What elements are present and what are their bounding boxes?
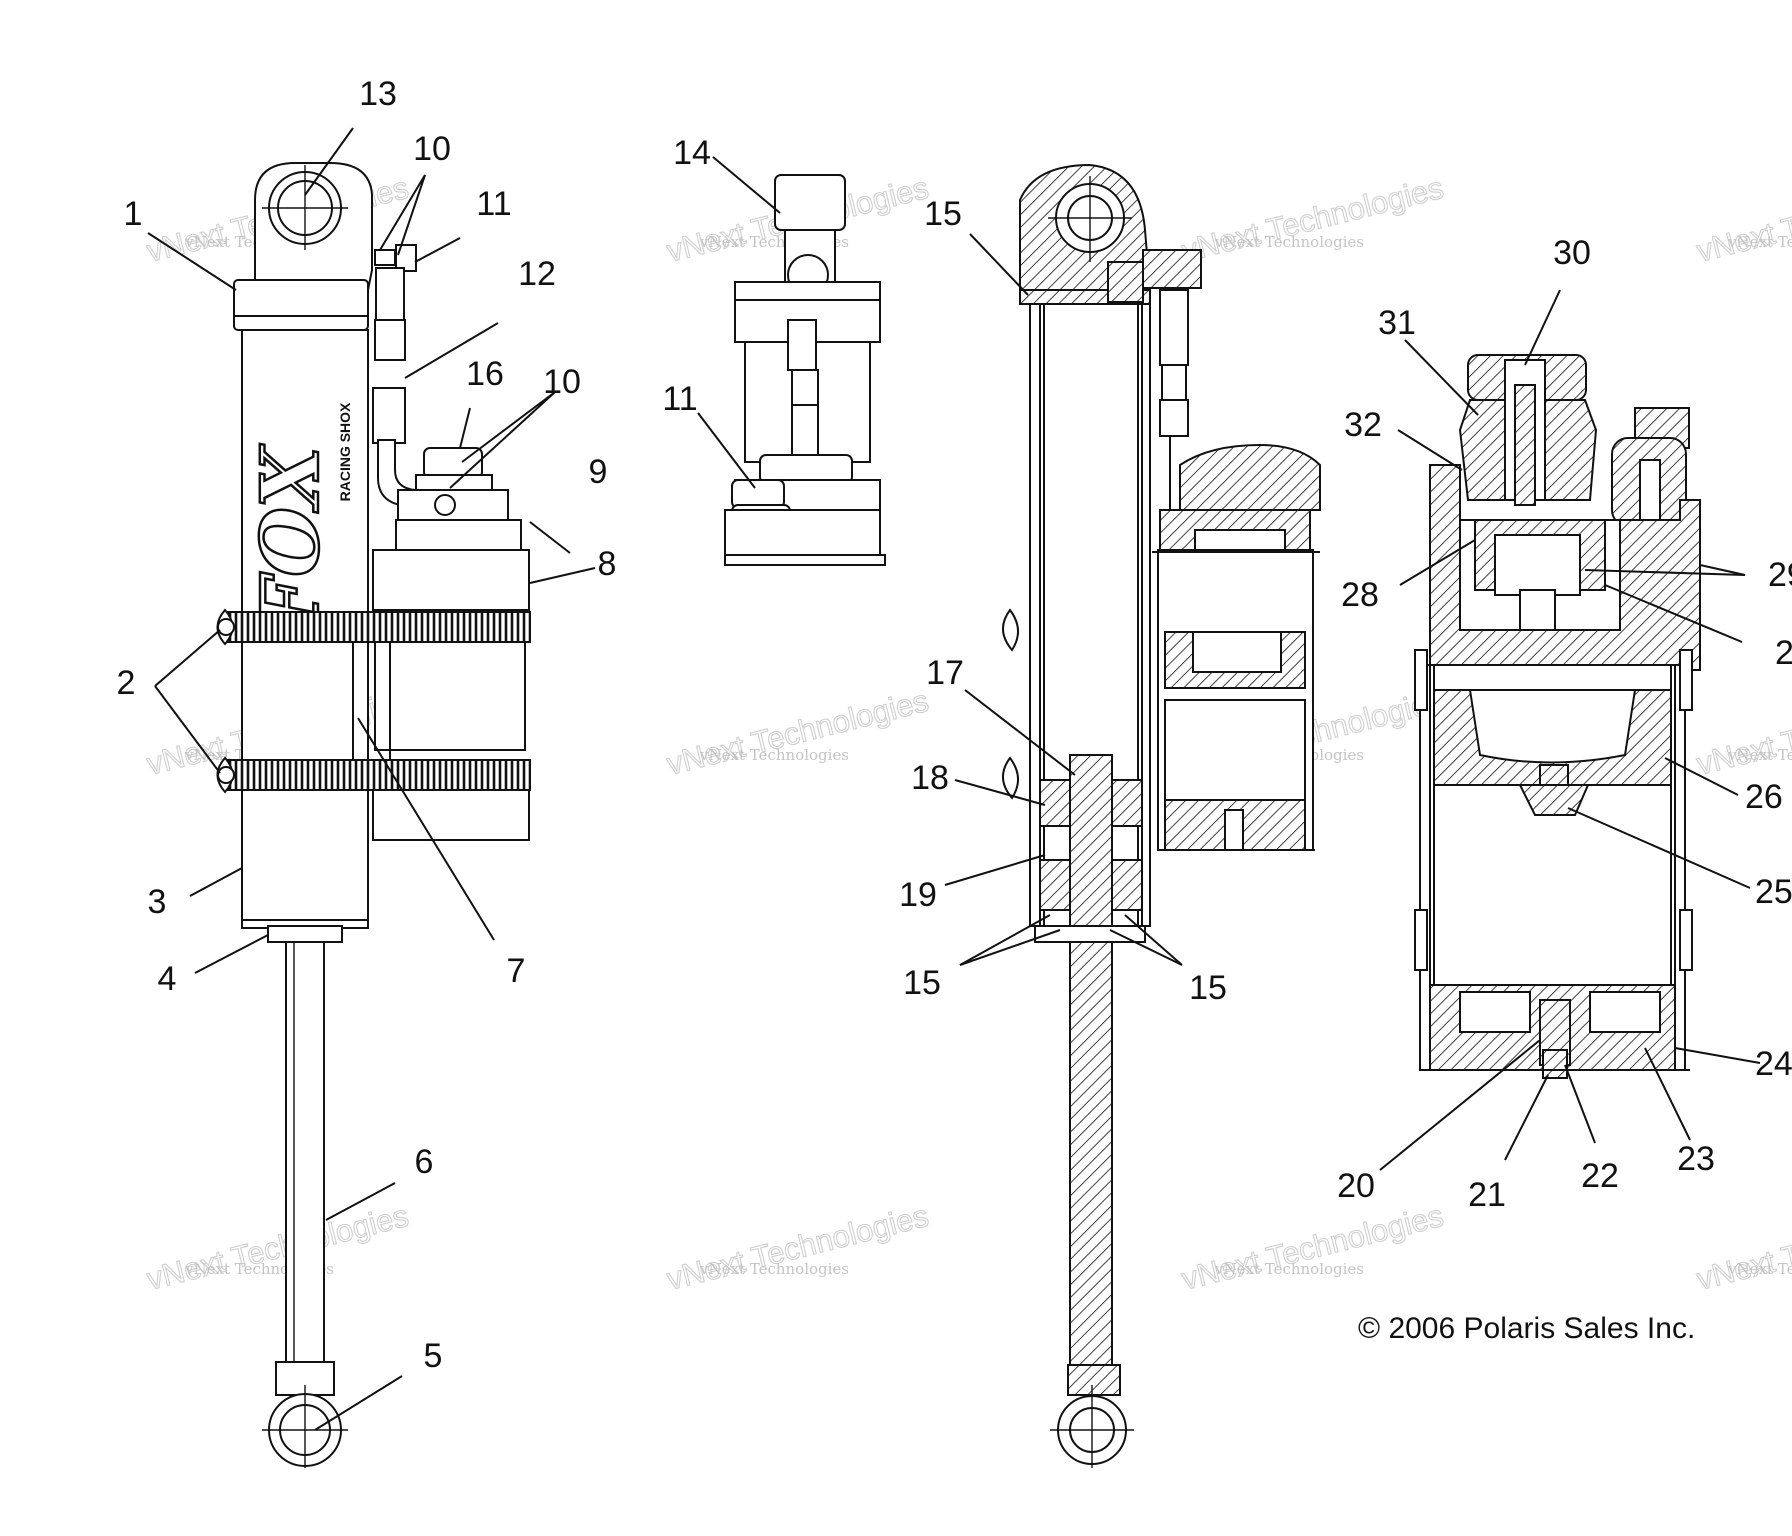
callout-18: 18 xyxy=(911,759,949,797)
callout-2: 2 xyxy=(117,664,136,702)
copyright-notice: © 2006 Polaris Sales Inc. xyxy=(1358,1312,1695,1345)
callout-12: 12 xyxy=(518,255,556,293)
watermark-text: vNext Technologies xyxy=(1214,1260,1364,1278)
callout-29: 29 xyxy=(1768,556,1792,594)
callout-5: 5 xyxy=(424,1337,443,1375)
callout-27: 2 xyxy=(1775,634,1792,672)
watermark-text: vNext Technologies xyxy=(1178,1198,1447,1297)
callout-7: 7 xyxy=(507,952,526,990)
callout-10-mid: 10 xyxy=(543,363,581,401)
callout-15-bottom-right: 15 xyxy=(1189,969,1227,1007)
watermark-text: vNext Technologies xyxy=(143,1198,412,1297)
watermark-text: vNext Technologies xyxy=(1727,746,1792,764)
callout-15-bottom-left: 15 xyxy=(903,964,941,1002)
brand-sub-logo: RACING SHOX xyxy=(337,402,353,501)
callout-11-top-view: 11 xyxy=(662,380,697,418)
shock-assembly-side-view: FOX RACING SHOX xyxy=(216,162,531,1468)
callout-4: 4 xyxy=(158,960,177,998)
watermark-text: vNext Technologies xyxy=(1727,1260,1792,1278)
callout-16: 16 xyxy=(466,355,504,393)
shock-section-view xyxy=(1002,163,1321,1468)
leader-lines xyxy=(147,127,1761,1431)
watermark-text: vNext Technologies xyxy=(1693,1198,1792,1297)
shock-assembly-top-view xyxy=(724,174,886,566)
watermark-text: vNext Technologies xyxy=(1727,233,1792,251)
callout-32: 32 xyxy=(1344,406,1382,444)
callout-17: 17 xyxy=(926,654,964,692)
watermark-text: vNext Technologies xyxy=(1693,170,1792,269)
callout-19: 19 xyxy=(899,876,937,914)
callout-31: 31 xyxy=(1378,304,1416,342)
callout-11-side: 11 xyxy=(476,185,511,223)
watermark-text: vNext Technologies xyxy=(699,746,849,764)
brand-logo: FOX xyxy=(243,444,337,636)
callout-26: 26 xyxy=(1745,778,1783,816)
callout-25: 25 xyxy=(1755,873,1792,911)
callout-10-top: 10 xyxy=(413,130,451,168)
callout-28: 28 xyxy=(1341,576,1379,614)
callout-1: 1 xyxy=(124,195,143,233)
watermark-text: vNext Technologies xyxy=(663,1198,932,1297)
callout-21: 21 xyxy=(1468,1176,1506,1214)
watermark-text: vNext Technologies xyxy=(1178,170,1447,269)
callout-14: 14 xyxy=(673,134,711,172)
callout-3: 3 xyxy=(148,883,167,921)
watermark-text: vNext Technologies xyxy=(663,683,932,782)
watermark-text: vNext Technologies xyxy=(1214,233,1364,251)
callout-9: 9 xyxy=(589,453,608,491)
callout-15-top: 15 xyxy=(924,195,962,233)
callout-30: 30 xyxy=(1553,234,1591,272)
callout-6: 6 xyxy=(415,1143,434,1181)
callout-24: 24 xyxy=(1755,1045,1792,1083)
callout-20: 20 xyxy=(1337,1167,1375,1205)
callout-22: 22 xyxy=(1581,1157,1619,1195)
callout-8: 8 xyxy=(598,545,617,583)
watermark-text: vNext Technologies xyxy=(1693,683,1792,782)
callout-23: 23 xyxy=(1677,1140,1715,1178)
watermark-text: vNext Technologies xyxy=(699,1260,849,1278)
reservoir-detail-section xyxy=(1414,354,1701,1079)
callout-13: 13 xyxy=(359,75,397,113)
callout-numbers: 13 10 11 12 1 16 10 9 8 2 3 4 7 6 5 14 1… xyxy=(117,75,1792,1375)
